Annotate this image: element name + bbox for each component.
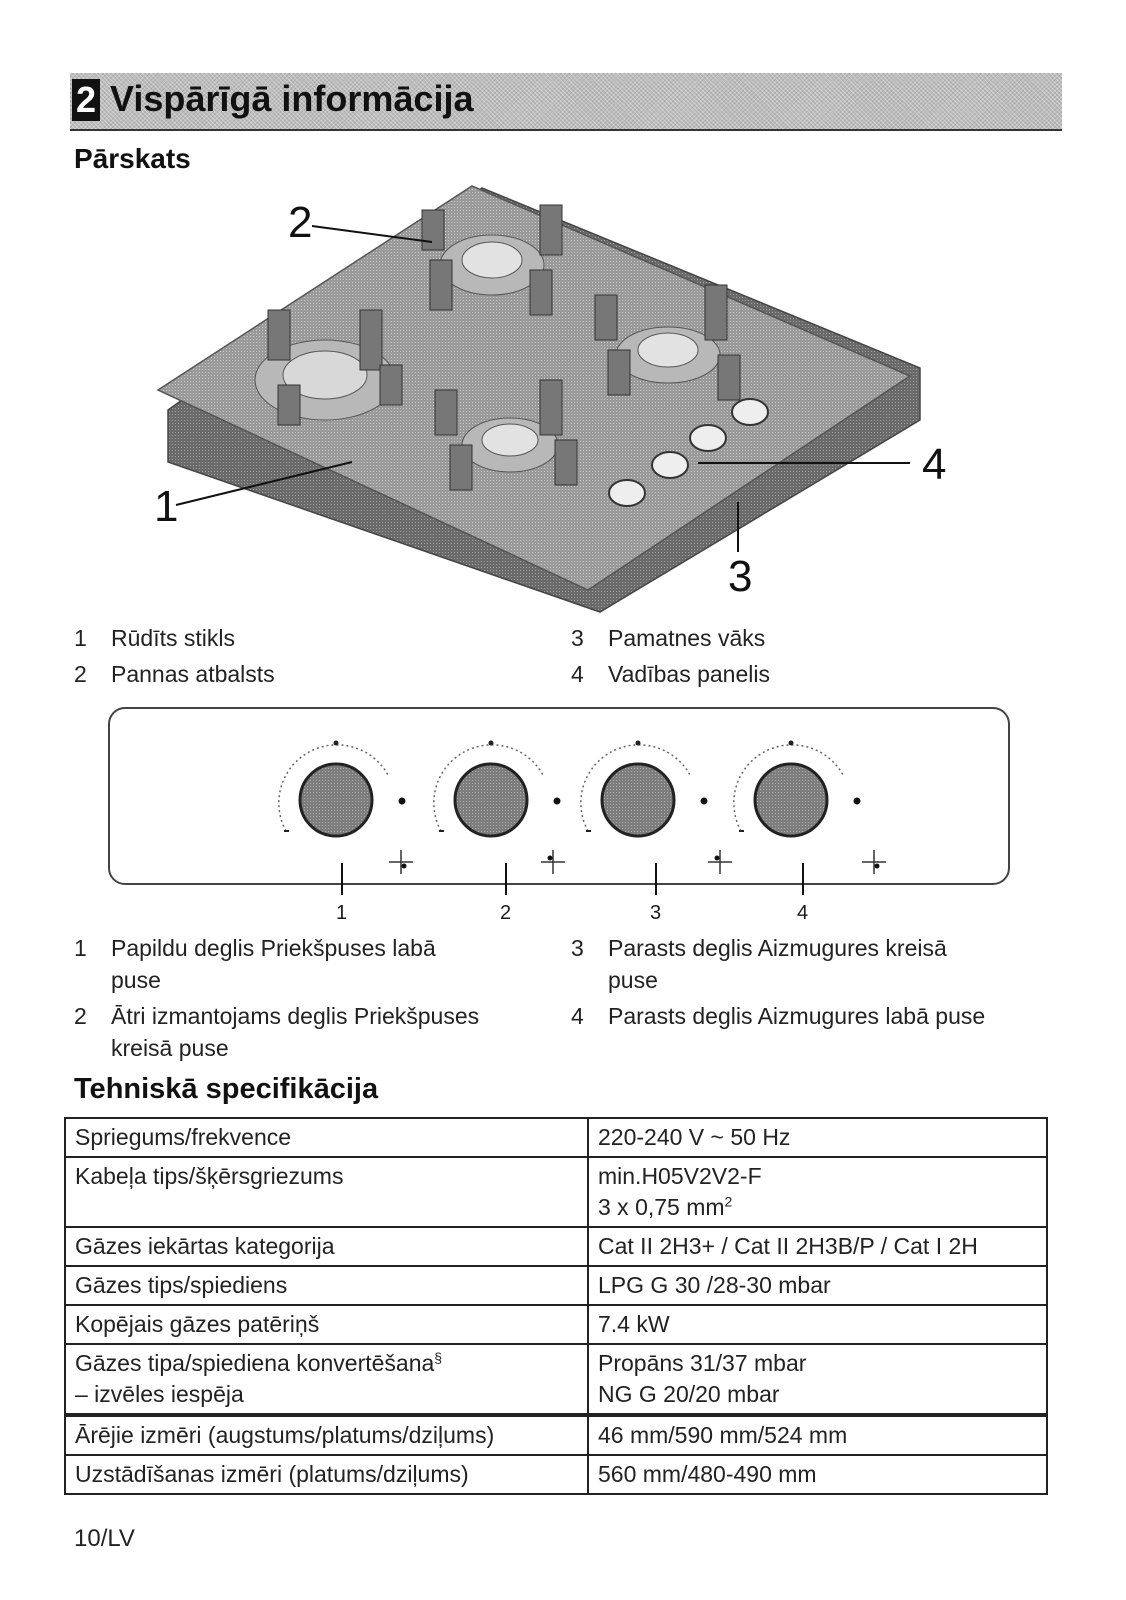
table-row: Gāzes tipa/spiediena konvertēšana§ – izv…: [64, 1343, 1048, 1416]
callout-4: 4: [922, 440, 947, 489]
section-header: 2 Vispārīgā informācija: [70, 73, 1062, 131]
callout-2: 2: [288, 198, 313, 247]
table-row: Kabeļa tips/šķērsgriezums min.H05V2V2-F …: [64, 1156, 1048, 1228]
control-knob: [580, 740, 732, 895]
burner-rear-left: [254, 309, 403, 426]
table-row: Uzstādīšanas izmēri (platums/dziļums) 56…: [64, 1454, 1048, 1495]
page-number: 10/LV: [74, 1525, 135, 1552]
table-row: Spriegums/frekvence 220-240 V ~ 50 Hz: [64, 1117, 1048, 1158]
table-row: Kopējais gāzes patēriņš 7.4 kW: [64, 1304, 1048, 1345]
burner-rear-right-back: [421, 204, 563, 316]
overview-heading: Pārskats: [74, 143, 191, 174]
table-row: Gāzes iekārtas kategorija Cat II 2H3+ / …: [64, 1226, 1048, 1267]
knob-label-4: 4: [797, 902, 809, 924]
knob-label-1: 1: [336, 902, 348, 924]
table-row: Ārējie izmēri (augstums/platums/dziļums)…: [64, 1413, 1048, 1456]
hob-knobs: [608, 398, 769, 507]
hob-illustration: [156, 185, 921, 613]
control-knob: [278, 740, 413, 895]
spec-heading: Tehniskā specifikācija: [74, 1073, 379, 1105]
section-number: 2: [72, 79, 100, 121]
spec-table: Spriegums/frekvence 220-240 V ~ 50 Hz Ka…: [64, 1117, 1048, 1495]
control-panel-illustration: [108, 707, 1010, 895]
section-title: Vispārīgā informācija: [110, 78, 474, 119]
knob-label-3: 3: [650, 902, 662, 924]
glass-top: [156, 185, 912, 591]
callout-1: 1: [154, 482, 179, 531]
table-row: Gāzes tips/spiediens LPG G 30 /28-30 mba…: [64, 1265, 1048, 1306]
callout-3: 3: [728, 552, 753, 601]
knob-label-2: 2: [500, 902, 512, 924]
control-knob: [733, 740, 886, 895]
burner-front: [434, 379, 578, 491]
control-knob: [433, 740, 565, 895]
burner-right: [594, 284, 741, 401]
